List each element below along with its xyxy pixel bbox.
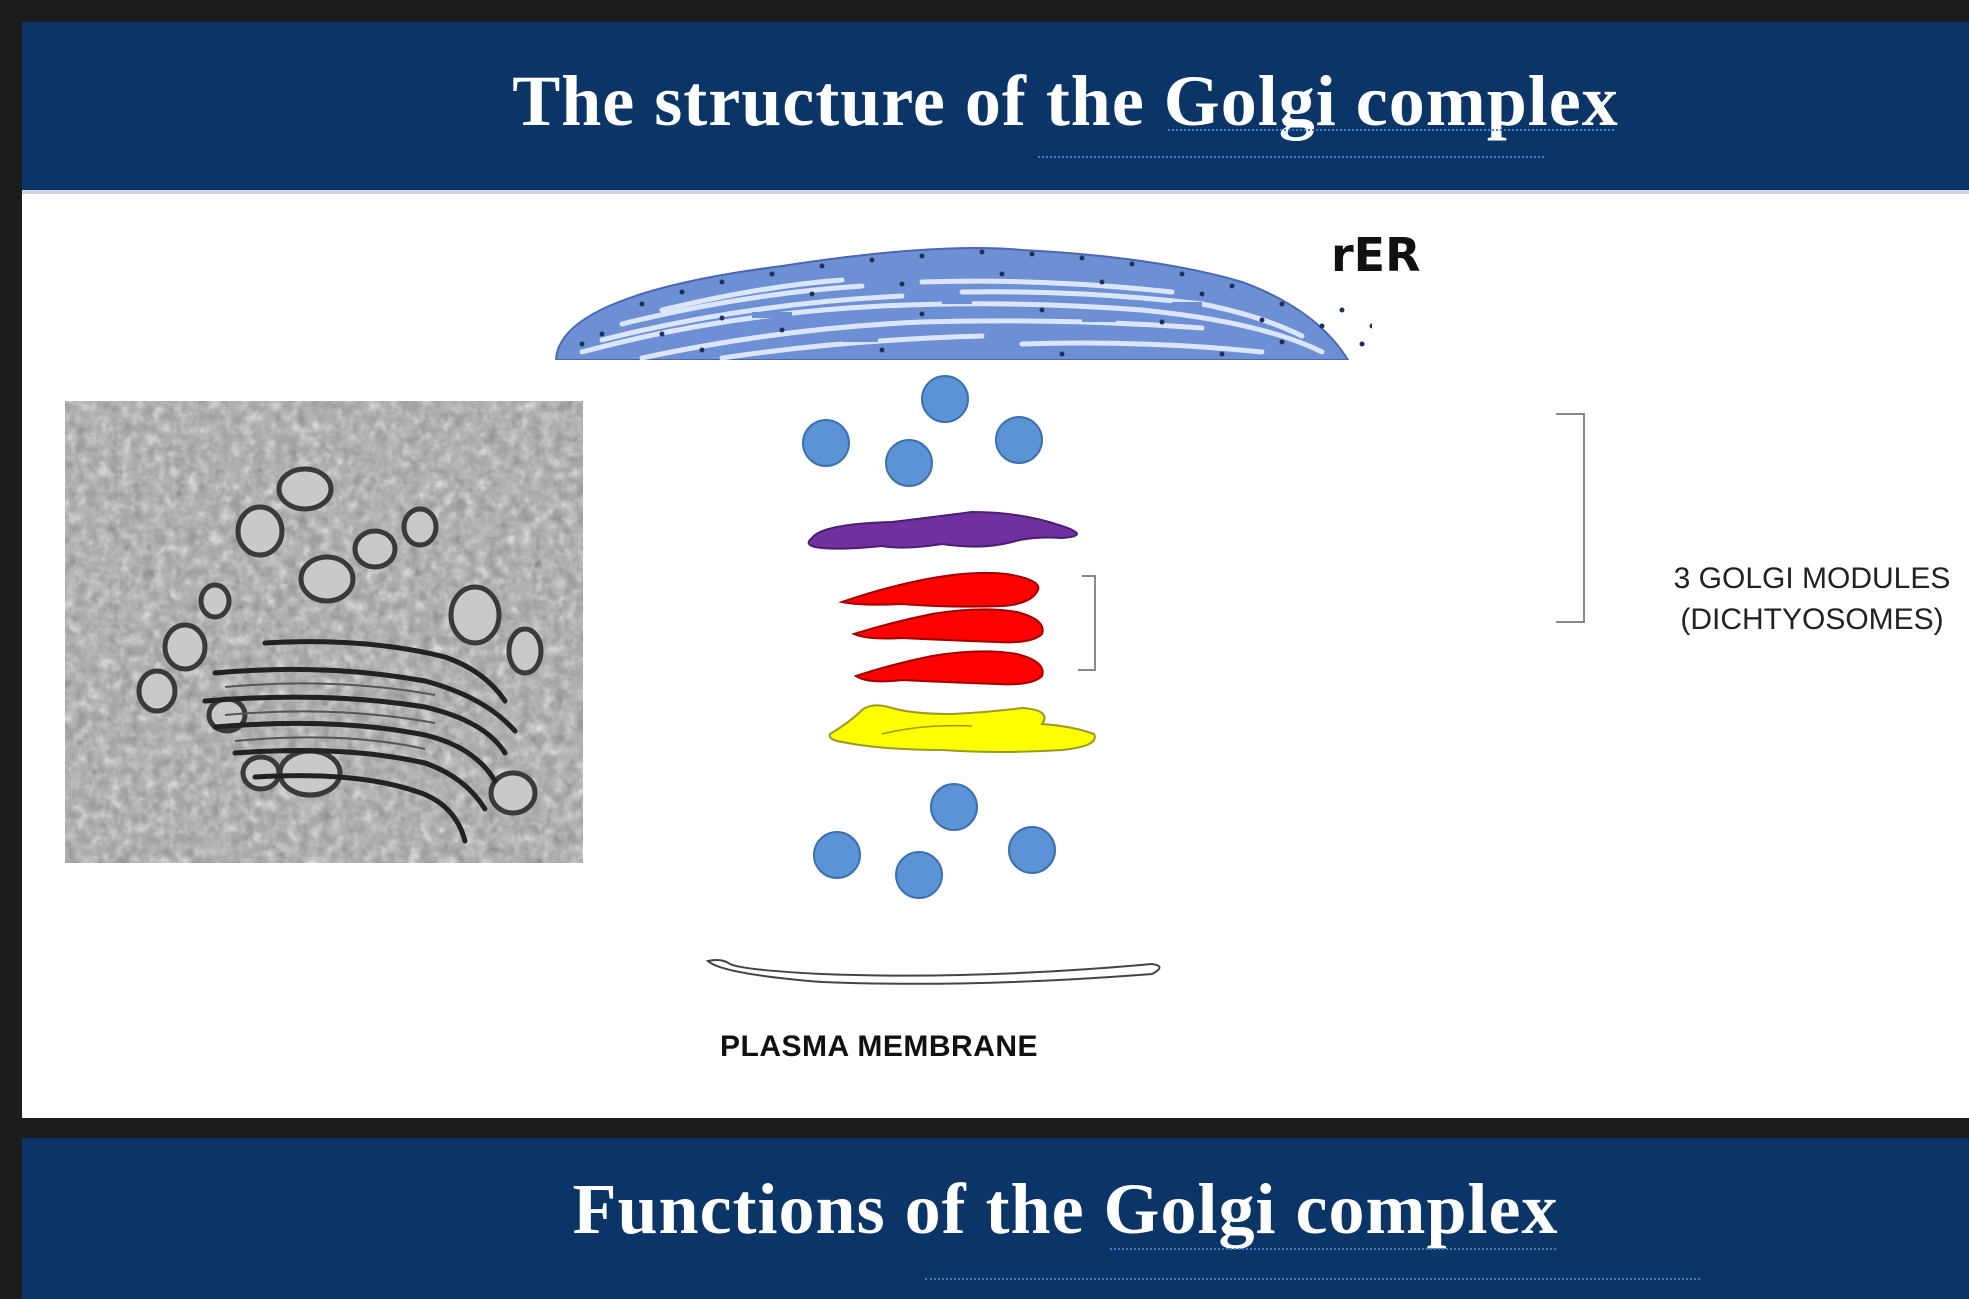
rer-label: rER xyxy=(1331,228,1421,282)
golgi-diagram xyxy=(554,247,1585,985)
trans-cisterna xyxy=(828,704,1096,753)
golgi-modules-line1: 3 GOLGI MODULES xyxy=(1673,562,1951,595)
lower-vesicles xyxy=(813,783,1056,899)
title-underline-lower xyxy=(1038,156,1544,158)
rer-shape xyxy=(554,247,1372,360)
golgi-micrograph xyxy=(65,401,583,863)
title-underline xyxy=(1168,129,1614,131)
golgi-modules-label: 3 GOLGI MODULES (DICHTYOSOMES) xyxy=(1642,558,1969,640)
slide-content: rER 3 GOLGI MODULES (DICHTYOSOMES) PLASM… xyxy=(22,194,1969,1118)
medial-cisternae xyxy=(838,571,1044,686)
golgi-modules-line2: (DICHTYOSOMES) xyxy=(1680,603,1944,636)
modules-bracket xyxy=(1556,413,1585,623)
plasma-membrane xyxy=(705,959,1161,985)
title-banner: The structure of the Golgi complex xyxy=(22,22,1969,194)
medial-bracket xyxy=(1078,575,1096,671)
next-section-title: Functions of the Golgi complex xyxy=(572,1169,1559,1249)
plasma-membrane-label: PLASMA MEMBRANE xyxy=(720,1030,1039,1063)
page-title: The structure of the Golgi complex xyxy=(512,60,1619,141)
next-section-banner: Functions of the Golgi complex xyxy=(22,1138,1969,1299)
upper-vesicles xyxy=(802,375,1043,487)
next-title-underline-lower xyxy=(925,1278,1700,1280)
next-title-underline xyxy=(1110,1248,1556,1250)
cis-cisterna xyxy=(807,510,1078,550)
